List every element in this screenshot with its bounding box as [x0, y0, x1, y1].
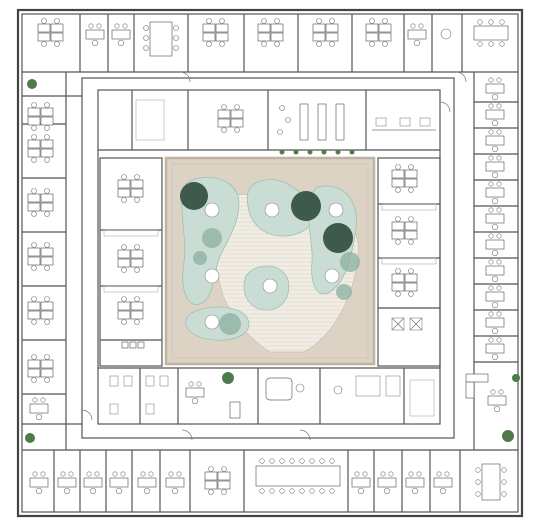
- potted-plant-icon: [27, 79, 37, 89]
- door-swings: [81, 71, 467, 441]
- restroom-top: [372, 117, 436, 131]
- potted-plant-icon: [512, 374, 520, 382]
- conference-table: [255, 458, 341, 494]
- meeting-table-top-left: [143, 21, 179, 57]
- meeting-table-bottom-right: [475, 463, 507, 501]
- door-swing-icon: [81, 409, 93, 421]
- left-office-column: [22, 72, 82, 450]
- tree-icon: [180, 182, 208, 210]
- door-swing-icon: [299, 429, 311, 441]
- lamp-icon: [264, 202, 280, 218]
- meeting-table-top-right: [473, 19, 509, 47]
- potted-plants: [25, 79, 520, 443]
- courtyard-lights: [204, 202, 344, 330]
- shrub-icon: [340, 252, 360, 272]
- elevator-icon: [391, 317, 423, 331]
- shrub-icon: [219, 313, 241, 335]
- top-office-row: [22, 14, 518, 73]
- potted-plant-icon: [222, 372, 234, 384]
- inner-right-rooms: [377, 157, 441, 367]
- stairs-icon: [409, 379, 435, 417]
- trees: [180, 182, 360, 335]
- lounge-chair-icon: [440, 28, 452, 40]
- toilet-icon: [109, 375, 169, 415]
- tree-icon: [291, 191, 321, 221]
- door-swing-icon: [181, 429, 193, 441]
- door-swing-icon: [455, 71, 467, 83]
- central-courtyard: [164, 156, 376, 366]
- lobby-reception: [229, 377, 305, 419]
- shrub-icon: [193, 251, 207, 265]
- shrub-icon: [202, 228, 222, 248]
- bottom-office-row: [22, 449, 518, 512]
- inner-left-rooms: [99, 157, 163, 367]
- inner-top-rooms: [98, 90, 440, 155]
- right-office-column: [465, 72, 518, 450]
- planter-row: [279, 149, 355, 155]
- lamp-icon: [204, 268, 220, 284]
- tree-icon: [323, 223, 353, 253]
- lamp-icon: [204, 314, 220, 330]
- lamp-icon: [324, 268, 340, 284]
- stairs-icon: [135, 99, 165, 141]
- lamp-icon: [328, 202, 344, 218]
- inner-bottom-rooms: [98, 367, 440, 424]
- potted-plant-icon: [502, 430, 514, 442]
- training-room: [277, 103, 345, 141]
- shrub-icon: [336, 284, 352, 300]
- service-room: [333, 375, 401, 397]
- door-swing-icon: [179, 71, 191, 83]
- outer-walls: [16, 8, 524, 518]
- lamp-icon: [204, 202, 220, 218]
- potted-plant-icon: [25, 433, 35, 443]
- door-swing-icon: [439, 101, 451, 113]
- corner-lounge: [465, 373, 507, 413]
- lamp-icon: [262, 278, 278, 294]
